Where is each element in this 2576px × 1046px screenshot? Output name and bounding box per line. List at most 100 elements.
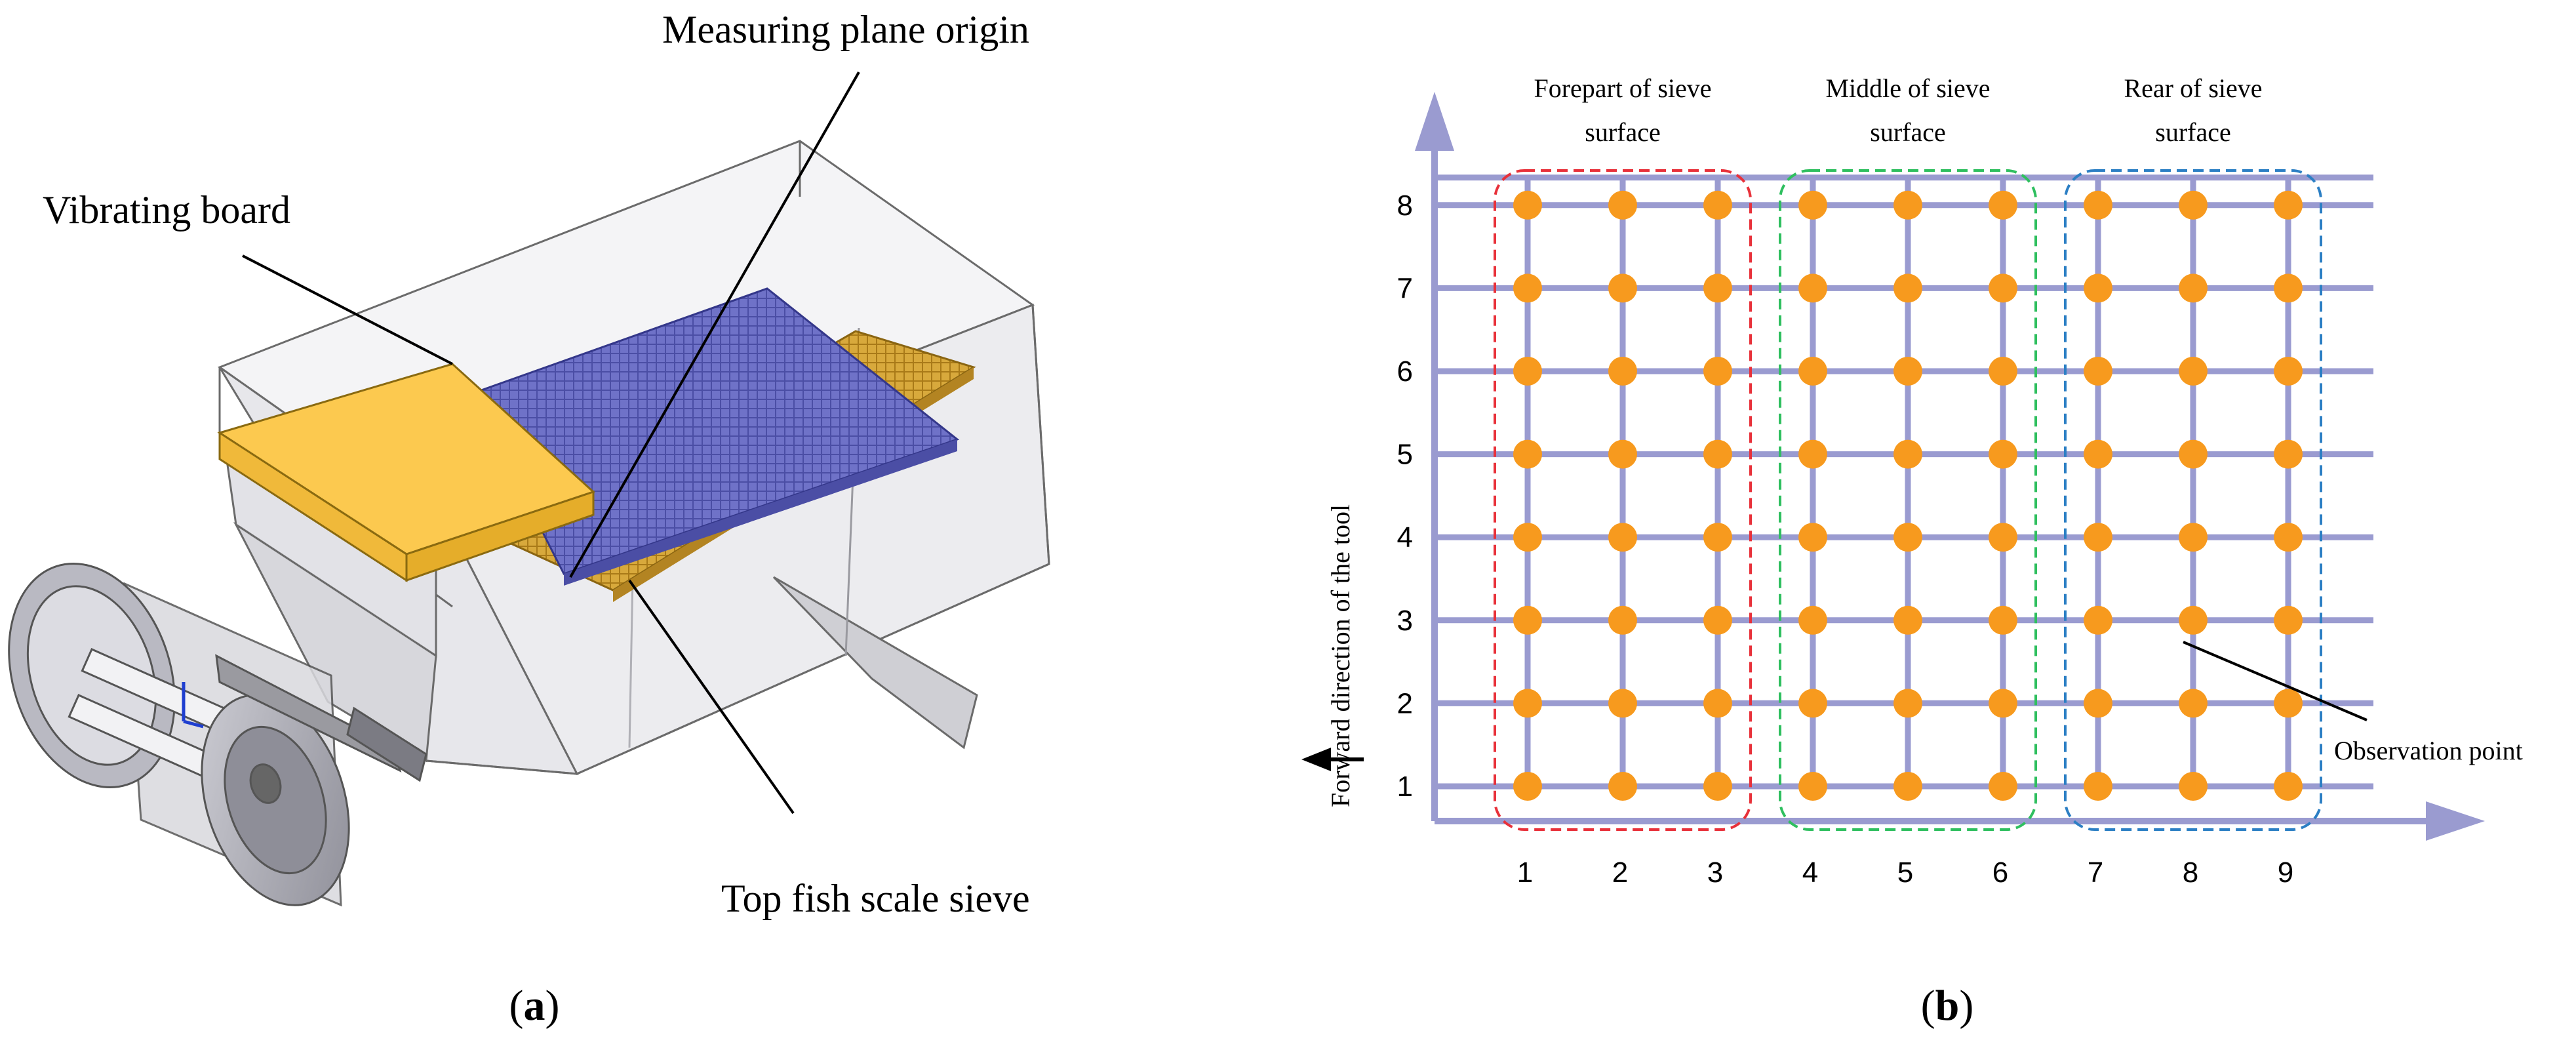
region-title-line2: surface bbox=[1870, 117, 1945, 147]
observation-point bbox=[1608, 605, 1637, 635]
y-tick-label: 6 bbox=[1397, 355, 1413, 388]
observation-point bbox=[2274, 273, 2303, 303]
observation-point bbox=[1608, 273, 1637, 303]
observation-point bbox=[2179, 689, 2208, 718]
caption-a: (a) bbox=[509, 982, 560, 1030]
y-tick-label: 2 bbox=[1397, 687, 1413, 719]
observation-point bbox=[2179, 439, 2208, 469]
region-title-line1: Middle of sieve bbox=[1825, 73, 1990, 103]
observation-points bbox=[1513, 190, 2303, 801]
observation-point bbox=[2274, 357, 2303, 386]
drum-rotor bbox=[8, 562, 427, 907]
observation-point bbox=[1703, 273, 1732, 303]
observation-point bbox=[1513, 605, 1542, 635]
observation-point bbox=[2179, 273, 2208, 303]
observation-point bbox=[1798, 772, 1827, 801]
axes bbox=[1415, 92, 2485, 841]
x-tick-label: 7 bbox=[2088, 856, 2103, 889]
x-tick-label: 9 bbox=[2278, 856, 2293, 889]
observation-point bbox=[1513, 273, 1542, 303]
forward-direction-arrow-icon bbox=[1301, 748, 1364, 771]
y-tick-label: 4 bbox=[1397, 521, 1413, 553]
observation-point bbox=[1893, 439, 1922, 469]
leader-lines bbox=[242, 71, 860, 815]
observation-point bbox=[1608, 689, 1637, 718]
observation-point bbox=[1798, 523, 1827, 552]
region-title-line1: Rear of sieve bbox=[2124, 73, 2262, 103]
observation-point bbox=[1798, 605, 1827, 635]
panel-a-machine-model: Measuring plane origin Vibrating board T… bbox=[8, 8, 1050, 1030]
observation-point bbox=[2084, 689, 2112, 718]
observation-point bbox=[1513, 523, 1542, 552]
observation-point bbox=[1893, 190, 1922, 220]
observation-point bbox=[1703, 523, 1732, 552]
observation-point bbox=[1893, 772, 1922, 801]
observation-point bbox=[1893, 605, 1922, 635]
x-tick-label: 8 bbox=[2183, 856, 2198, 889]
observation-point bbox=[1893, 689, 1922, 718]
observation-point bbox=[2084, 772, 2112, 801]
observation-point bbox=[2084, 523, 2112, 552]
observation-point bbox=[1798, 689, 1827, 718]
observation-point bbox=[1989, 689, 2017, 718]
leader-top-sieve bbox=[628, 579, 795, 815]
label-vibrating-board: Vibrating board bbox=[43, 188, 290, 231]
observation-point bbox=[1798, 190, 1827, 220]
y-axis-arrow-icon bbox=[1415, 92, 1454, 151]
x-tick-label: 6 bbox=[1992, 856, 2008, 889]
y-tick-label: 1 bbox=[1397, 771, 1413, 803]
observation-point bbox=[1798, 273, 1827, 303]
observation-point bbox=[1989, 357, 2017, 386]
vibrating-board-block bbox=[217, 363, 595, 582]
observation-point bbox=[1989, 523, 2017, 552]
observation-point bbox=[1513, 689, 1542, 718]
observation-point bbox=[1513, 190, 1542, 220]
observation-point bbox=[1798, 357, 1827, 386]
x-tick-label: 4 bbox=[1802, 856, 1818, 889]
observation-point bbox=[1608, 439, 1637, 469]
observation-point bbox=[2084, 273, 2112, 303]
observation-point bbox=[1703, 190, 1732, 220]
observation-point bbox=[1703, 605, 1732, 635]
region-box bbox=[2064, 169, 2322, 831]
leader-vibrating-board bbox=[242, 254, 453, 365]
observation-point bbox=[1798, 439, 1827, 469]
label-measuring-plane-origin: Measuring plane origin bbox=[662, 8, 1029, 51]
region-box bbox=[1779, 169, 2037, 831]
region-box bbox=[1494, 169, 1752, 831]
caption-b: (b) bbox=[1921, 982, 1974, 1030]
observation-point bbox=[1893, 357, 1922, 386]
x-axis-arrow-icon bbox=[2426, 801, 2485, 841]
observation-point bbox=[2274, 689, 2303, 718]
region-title-line1: Forepart of sieve bbox=[1534, 73, 1711, 103]
observation-point bbox=[1989, 273, 2017, 303]
observation-point bbox=[2179, 190, 2208, 220]
observation-point bbox=[2274, 605, 2303, 635]
observation-point bbox=[1989, 605, 2017, 635]
observation-point bbox=[1703, 772, 1732, 801]
observation-point bbox=[1608, 357, 1637, 386]
observation-point bbox=[2084, 605, 2112, 635]
observation-point bbox=[1893, 523, 1922, 552]
x-tick-label: 1 bbox=[1517, 856, 1533, 889]
observation-point bbox=[2179, 605, 2208, 635]
x-tick-label: 5 bbox=[1897, 856, 1913, 889]
observation-point bbox=[2274, 439, 2303, 469]
observation-point bbox=[1513, 772, 1542, 801]
label-top-fish-scale-sieve: Top fish scale sieve bbox=[721, 877, 1030, 920]
observation-point bbox=[2274, 772, 2303, 801]
observation-point bbox=[2084, 439, 2112, 469]
observation-point bbox=[2084, 190, 2112, 220]
y-tick-label: 8 bbox=[1397, 190, 1413, 222]
observation-point bbox=[1608, 190, 1637, 220]
observation-point bbox=[1989, 190, 2017, 220]
y-tick-label: 3 bbox=[1397, 605, 1413, 637]
leader-observation-point bbox=[2183, 641, 2368, 721]
observation-point bbox=[1608, 523, 1637, 552]
observation-point bbox=[1703, 689, 1732, 718]
observation-point bbox=[2179, 523, 2208, 552]
y-tick-label: 7 bbox=[1397, 272, 1413, 304]
